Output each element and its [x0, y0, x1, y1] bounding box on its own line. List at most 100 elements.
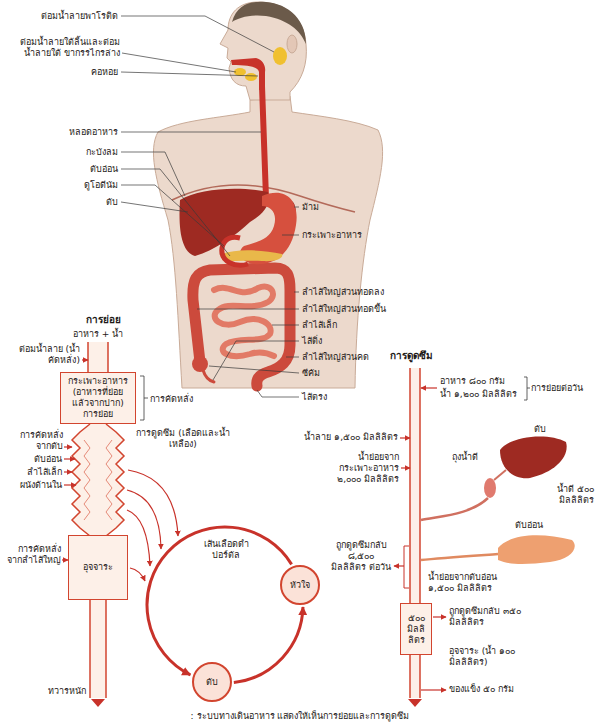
tube-wall [89, 599, 91, 698]
gallbladder [484, 478, 496, 498]
flow-arrow [421, 689, 446, 690]
label: ตับ [106, 197, 118, 208]
head [220, 2, 306, 100]
tube-fill [410, 654, 420, 698]
flow-arrow [394, 565, 404, 566]
cecum [192, 356, 208, 372]
mouth-pharynx [231, 58, 265, 90]
label: อุจจาระ (น้ำ ๑๐๐ มิลลิลิตร) [449, 646, 545, 668]
label: ผนังด้านใน [20, 480, 62, 491]
tube-box: กระเพาะอาหาร (อาหารที่ย่อย แล้วจากปาก)กา… [60, 372, 136, 424]
node-text: กระเพาะอาหาร (อาหารที่ย่อย แล้วจากปาก) [64, 376, 132, 409]
absorption-arrow [127, 510, 150, 566]
absorption-tube [404, 368, 575, 707]
small-intestine-fill [72, 424, 124, 536]
label: ดูโอดีนัม [84, 180, 118, 191]
label: เส้นเลือดดำ ปอร์ตัล [194, 539, 258, 561]
tube-wall [419, 368, 421, 604]
villi [106, 440, 112, 520]
absorption-arrow [130, 568, 145, 581]
leader-line [121, 152, 185, 196]
flow-arrow [433, 616, 446, 617]
bracket [524, 377, 530, 400]
tube-wall [409, 368, 411, 604]
tube-wall [107, 342, 109, 374]
label: น้ำดี ๕๐๐ มิลลิลิตร [532, 484, 594, 506]
leader-line [121, 185, 224, 246]
label: ม้าม [302, 202, 319, 213]
label: ตับอ่อน [515, 520, 543, 531]
small-intestine-wall [72, 424, 90, 536]
absorption-arrow [128, 470, 178, 536]
villi [84, 440, 90, 520]
label: การคัดหลั่ง จากตับ [3, 430, 63, 452]
label: ลำไส้ใหญ่ส่วนคด [302, 352, 369, 363]
portal-connector [147, 527, 292, 675]
label: กระเพาะอาหาร [302, 230, 362, 241]
label: อาหาร + น้ำ [73, 329, 123, 340]
label: หลอดอาหาร [69, 127, 118, 138]
portal-connector [234, 607, 303, 682]
node-text: ๕๐๐ มิลลิ ลิตร [402, 613, 430, 646]
leader-lines [121, 16, 299, 397]
tube-wall [419, 654, 421, 698]
label: น้ำย่อยจาก กระเพาะอาหาร ๒,๐๐๐ มิลลิลิตร [325, 452, 399, 485]
tube-wall [87, 342, 89, 374]
flow-arrow [421, 387, 437, 388]
flow-arrow [64, 471, 72, 472]
small-pancreas [498, 535, 575, 564]
node-text: การย่อย [83, 409, 113, 420]
label: ทวารหนัก [48, 686, 86, 697]
flow-arrow [64, 484, 76, 485]
label: ต่อมน้ำลายพาโรติด [41, 11, 118, 22]
label: การย่อย [86, 314, 121, 326]
tube-fill [90, 599, 106, 698]
exit-arrow [91, 699, 105, 707]
pancreatic-duct [421, 554, 498, 560]
leader-line [121, 202, 188, 212]
tube-fill [88, 342, 108, 374]
label: อาหาร ๘๐๐ กรัม [440, 376, 505, 387]
label: ต่อมน้ำลาย (น้ำคัดหลั่ง) [16, 344, 80, 366]
label: ซีคัม [302, 368, 320, 379]
label: การคัดหลั่ง จากลำไส้ใหญ่ [3, 544, 61, 566]
flow-arrow [64, 458, 75, 459]
label: ต่อมน้ำลายใต้ลิ้นและต่อมน้ำลายใต้ ขากรรไ… [6, 37, 120, 59]
label: กะบังลม [86, 147, 118, 158]
flow-arrow [64, 446, 72, 447]
tube-wall [409, 654, 411, 698]
leader-line [257, 390, 299, 397]
leader-line [197, 309, 299, 310]
small-intestine-wall [106, 424, 124, 536]
label: ลำไส้ใหญ่ส่วนทอดขึ้น [302, 304, 386, 315]
node-text: หัวใจ [290, 580, 310, 591]
flow-arrow [401, 467, 410, 468]
parotid-gland [273, 47, 287, 65]
label: ลำไส้เล็ก [302, 320, 337, 331]
leader-line [121, 132, 261, 133]
label: การดูดซึม (เลือดและน้ำเหลือง) [135, 428, 231, 450]
tube-fill [410, 368, 420, 604]
node-text: ตับ [206, 677, 218, 688]
caption: : ระบบทางเดินอาหาร แสดงให้เห็นการย่อยและ… [0, 711, 600, 722]
tube-wall [105, 599, 107, 698]
label: น้ำย่อยจากตับอ่อน ๑,๕๐๐ มิลลิลิตร [428, 572, 520, 594]
label: ลำไส้ใหญ่ส่วนทอดลง [302, 287, 384, 298]
torso [153, 96, 382, 388]
label: ถูกดูดซึมกลับ ๘,๕๐๐ มิลลิลิตร ต่อวัน [330, 540, 392, 573]
label: น้ำลาย ๑,๕๐๐ มิลลิลิตร [304, 432, 398, 443]
label: การย่อยต่อวัน [531, 383, 583, 394]
tube-box: ๕๐๐ มิลลิ ลิตร [400, 603, 432, 655]
leader-line [121, 16, 274, 52]
bracket [140, 376, 148, 420]
label: การคัดหลั่ง [150, 394, 193, 405]
label: ตับอ่อน [34, 454, 62, 465]
organ-circle: ตับ [192, 662, 232, 702]
flow-arrows [394, 388, 446, 690]
label: การดูดซึม [390, 350, 433, 362]
label: ไส้ตรง [302, 392, 327, 403]
leader-line [121, 169, 230, 256]
tube-box: อุจจาระ [68, 535, 128, 600]
